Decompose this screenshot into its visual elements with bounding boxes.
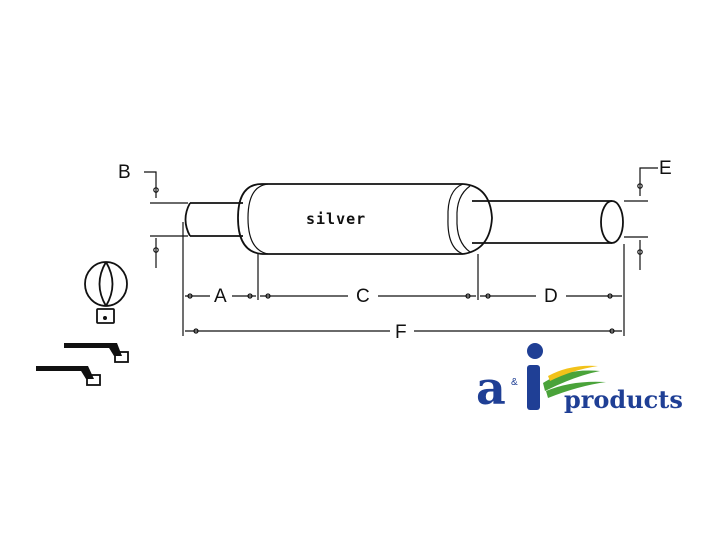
clamp-icon: [84, 261, 128, 324]
muffler-body: silver: [257, 183, 479, 300]
extension-lines: [182, 222, 625, 336]
inlet-pipe: [184, 202, 243, 237]
part-label: silver: [306, 210, 366, 228]
dimension-label-f: F: [395, 322, 407, 343]
bracket-icon-upper: [64, 343, 129, 363]
right-flange: [447, 183, 493, 255]
dimension-e: E: [624, 158, 672, 270]
logo-letter-a: a: [476, 361, 506, 415]
muffler-drawing: silver: [184, 183, 624, 300]
dimension-label-e: E: [659, 158, 672, 179]
dimension-row-acd: A C D: [185, 286, 622, 307]
dimension-row-f: F: [185, 322, 622, 343]
dimension-label-a: A: [214, 286, 227, 307]
logo-wordmark: products: [564, 385, 683, 414]
left-flange: [237, 183, 269, 255]
brand-logo: a & products: [476, 343, 683, 415]
dimension-label-c: C: [356, 286, 370, 307]
dimension-label-b: B: [118, 162, 131, 183]
logo-ampersand: &: [511, 377, 518, 388]
outlet-pipe: [472, 200, 624, 244]
dimension-label-d: D: [544, 286, 558, 307]
dimension-b: B: [118, 162, 188, 268]
bracket-icon-lower: [36, 366, 101, 386]
logo-field-stripes: [543, 365, 606, 398]
